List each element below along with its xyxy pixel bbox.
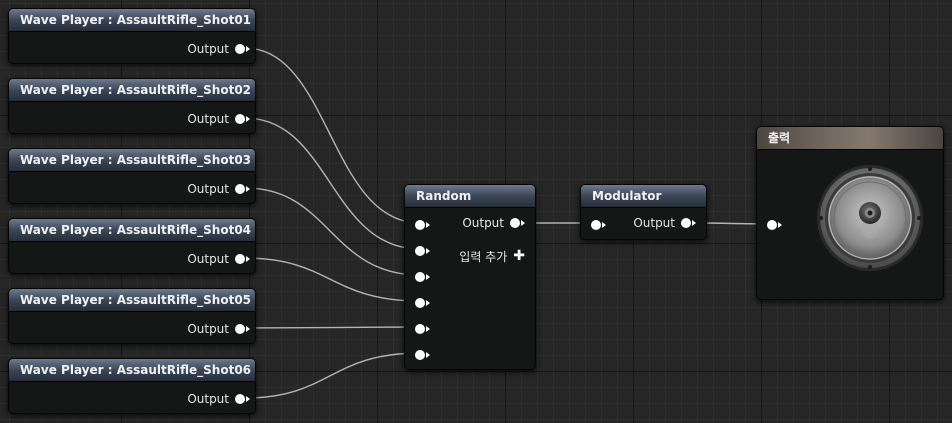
- wave-player-title: Wave Player : AssaultRifle_Shot01: [9, 9, 255, 32]
- modulator-output-pin-row[interactable]: Output: [633, 215, 696, 231]
- wave-player-node-6[interactable]: Wave Player : AssaultRifle_Shot06 Output: [8, 358, 256, 414]
- wave-player-title: Wave Player : AssaultRifle_Shot03: [9, 149, 255, 172]
- wave-player-output-pin-row[interactable]: Output: [187, 391, 250, 407]
- wire-shot01-to-random: [244, 47, 421, 224]
- output-label: Output: [187, 322, 229, 336]
- exec-pin-icon[interactable]: [235, 394, 250, 404]
- modulator-node-title: Modulator: [581, 185, 706, 208]
- wave-player-node-2[interactable]: Wave Player : AssaultRifle_Shot02 Output: [8, 78, 256, 134]
- wave-player-title: Wave Player : AssaultRifle_Shot02: [9, 79, 255, 102]
- random-input-pin-1[interactable]: [415, 217, 430, 233]
- output-label: Output: [462, 216, 504, 230]
- sound-output-node[interactable]: 출력: [756, 126, 944, 300]
- wave-player-output-pin-row[interactable]: Output: [187, 321, 250, 337]
- wave-player-node-3[interactable]: Wave Player : AssaultRifle_Shot03 Output: [8, 148, 256, 204]
- wave-player-title: Wave Player : AssaultRifle_Shot04: [9, 219, 255, 242]
- speaker-icon: [817, 165, 923, 271]
- modulator-input-pin[interactable]: [591, 217, 606, 233]
- exec-pin-icon[interactable]: [415, 324, 430, 334]
- exec-pin-icon[interactable]: [415, 298, 430, 308]
- random-input-pin-4[interactable]: [415, 295, 430, 311]
- exec-pin-icon[interactable]: [235, 324, 250, 334]
- output-label: Output: [187, 42, 229, 56]
- wave-player-node-1[interactable]: Wave Player : AssaultRifle_Shot01 Output: [8, 8, 256, 64]
- output-label: Output: [187, 112, 229, 126]
- modulator-node[interactable]: Modulator Output: [580, 184, 707, 240]
- wire-shot05-to-random: [244, 326, 421, 329]
- exec-pin-icon[interactable]: [415, 246, 430, 256]
- random-input-pin-2[interactable]: [415, 243, 430, 259]
- wave-player-title: Wave Player : AssaultRifle_Shot05: [9, 289, 255, 312]
- output-node-title: 출력: [757, 127, 943, 150]
- random-input-pin-5[interactable]: [415, 321, 430, 337]
- exec-pin-icon[interactable]: [510, 218, 525, 228]
- wire-shot06-to-random: [244, 352, 421, 399]
- wire-shot02-to-random: [244, 117, 421, 250]
- wave-player-node-5[interactable]: Wave Player : AssaultRifle_Shot05 Output: [8, 288, 256, 344]
- exec-pin-icon[interactable]: [415, 350, 430, 360]
- wave-player-output-pin-row[interactable]: Output: [187, 251, 250, 267]
- wave-player-output-pin-row[interactable]: Output: [187, 41, 250, 57]
- add-input-label: 입력 추가: [459, 249, 508, 264]
- plus-icon: ✚: [513, 248, 525, 264]
- output-label: Output: [187, 392, 229, 406]
- exec-pin-icon[interactable]: [415, 272, 430, 282]
- wave-player-output-pin-row[interactable]: Output: [187, 181, 250, 197]
- output-label: Output: [187, 182, 229, 196]
- add-input-button[interactable]: 입력 추가 ✚: [459, 248, 525, 264]
- exec-pin-icon[interactable]: [235, 184, 250, 194]
- exec-pin-icon[interactable]: [235, 114, 250, 124]
- exec-pin-icon[interactable]: [235, 44, 250, 54]
- exec-pin-icon[interactable]: [681, 218, 696, 228]
- output-label: Output: [187, 252, 229, 266]
- output-label: Output: [633, 216, 675, 230]
- exec-pin-icon[interactable]: [767, 220, 782, 230]
- random-input-pin-3[interactable]: [415, 269, 430, 285]
- random-output-pin-row[interactable]: Output: [462, 215, 525, 231]
- wave-player-output-pin-row[interactable]: Output: [187, 111, 250, 127]
- wire-shot03-to-random: [244, 187, 421, 276]
- random-input-pin-6[interactable]: [415, 347, 430, 363]
- exec-pin-icon[interactable]: [235, 254, 250, 264]
- wire-shot04-to-random: [244, 257, 421, 302]
- random-node[interactable]: Random Output 입력 추가 ✚: [404, 184, 536, 370]
- exec-pin-icon[interactable]: [415, 220, 430, 230]
- wave-player-node-4[interactable]: Wave Player : AssaultRifle_Shot04 Output: [8, 218, 256, 274]
- output-input-pin[interactable]: [767, 217, 782, 233]
- wave-player-title: Wave Player : AssaultRifle_Shot06: [9, 359, 255, 382]
- random-node-title: Random: [405, 185, 535, 208]
- exec-pin-icon[interactable]: [591, 220, 606, 230]
